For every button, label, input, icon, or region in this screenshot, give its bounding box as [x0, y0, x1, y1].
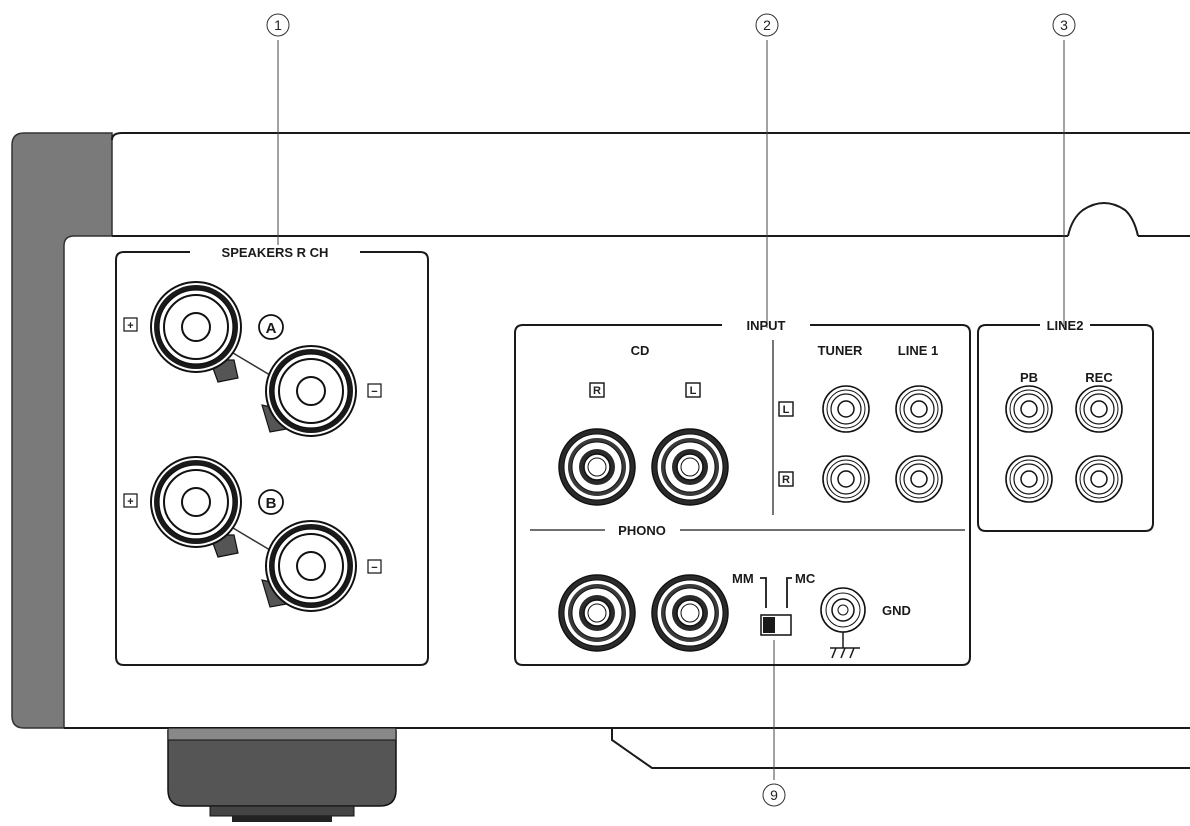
- mm-mc-switch[interactable]: [760, 614, 792, 636]
- speaker-a-minus-terminal[interactable]: [265, 345, 357, 437]
- speakers-panel: SPEAKERS R CH: [115, 245, 429, 666]
- phono-title: PHONO: [618, 523, 666, 538]
- mc-label: MC: [795, 571, 816, 586]
- svg-text:−: −: [371, 562, 377, 574]
- side-bracket: [11, 132, 113, 729]
- speaker-a-badge: [258, 314, 284, 340]
- foot: [167, 727, 397, 822]
- line1-r-jack[interactable]: [895, 455, 943, 503]
- svg-text:+: +: [127, 496, 133, 508]
- input-panel: INPUT CD TUNER LINE 1 R L L R PHONO MM M…: [514, 318, 971, 666]
- svg-text:9: 9: [770, 787, 778, 803]
- cd-label: CD: [631, 343, 650, 358]
- tuner-r-badge: [778, 471, 794, 487]
- mm-label: MM: [732, 571, 754, 586]
- cd-r-badge: [589, 382, 605, 398]
- plus-icon: [123, 493, 138, 508]
- line2-pb-r-jack[interactable]: [1005, 455, 1053, 503]
- phono-l-jack[interactable]: [651, 574, 729, 652]
- cd-l-badge: [685, 382, 701, 398]
- callout-leaders: [277, 40, 1065, 780]
- svg-text:R: R: [782, 474, 790, 486]
- svg-text:B: B: [266, 495, 277, 512]
- svg-text:L: L: [690, 385, 697, 397]
- callout-9: 9: [762, 783, 786, 807]
- input-title: INPUT: [747, 318, 786, 333]
- callout-2: 2: [755, 13, 779, 37]
- minus-icon: [367, 559, 382, 574]
- speaker-b-group: + − B: [123, 456, 382, 612]
- svg-text:A: A: [266, 320, 277, 337]
- cd-l-jack[interactable]: [651, 428, 729, 506]
- phono-r-jack[interactable]: [558, 574, 636, 652]
- svg-text:−: −: [371, 386, 377, 398]
- tuner-r-jack[interactable]: [822, 455, 870, 503]
- speaker-a-plus-terminal[interactable]: [150, 281, 242, 373]
- plus-icon: [123, 317, 138, 332]
- line2-pb-l-jack[interactable]: [1005, 385, 1053, 433]
- line1-l-jack[interactable]: [895, 385, 943, 433]
- tuner-l-jack[interactable]: [822, 385, 870, 433]
- callout-1: 1: [266, 13, 290, 37]
- ground-icon: [830, 632, 860, 659]
- tuner-label: TUNER: [818, 343, 863, 358]
- line1-label: LINE 1: [898, 343, 938, 358]
- line2-title: LINE2: [1047, 318, 1084, 333]
- line2-rec-r-jack[interactable]: [1075, 455, 1123, 503]
- line2-rec-l-jack[interactable]: [1075, 385, 1123, 433]
- speakers-title: SPEAKERS R CH: [222, 245, 329, 260]
- speaker-b-minus-terminal[interactable]: [265, 520, 357, 612]
- svg-text:3: 3: [1060, 17, 1068, 33]
- speaker-a-group: + − A: [123, 281, 382, 437]
- minus-icon: [367, 383, 382, 398]
- tuner-l-badge: [778, 401, 794, 417]
- gnd-terminal[interactable]: [820, 587, 866, 633]
- speaker-b-plus-terminal[interactable]: [150, 456, 242, 548]
- speaker-b-badge: [258, 489, 284, 515]
- svg-text:2: 2: [763, 17, 771, 33]
- svg-text:R: R: [593, 385, 601, 397]
- svg-text:+: +: [127, 320, 133, 332]
- line2-panel: LINE2 PB REC: [977, 318, 1154, 532]
- rec-label: REC: [1085, 370, 1113, 385]
- callout-3: 3: [1052, 13, 1076, 37]
- cd-r-jack[interactable]: [558, 428, 636, 506]
- gnd-label: GND: [882, 603, 911, 618]
- svg-text:1: 1: [274, 17, 282, 33]
- pb-label: PB: [1020, 370, 1038, 385]
- svg-text:L: L: [783, 404, 790, 416]
